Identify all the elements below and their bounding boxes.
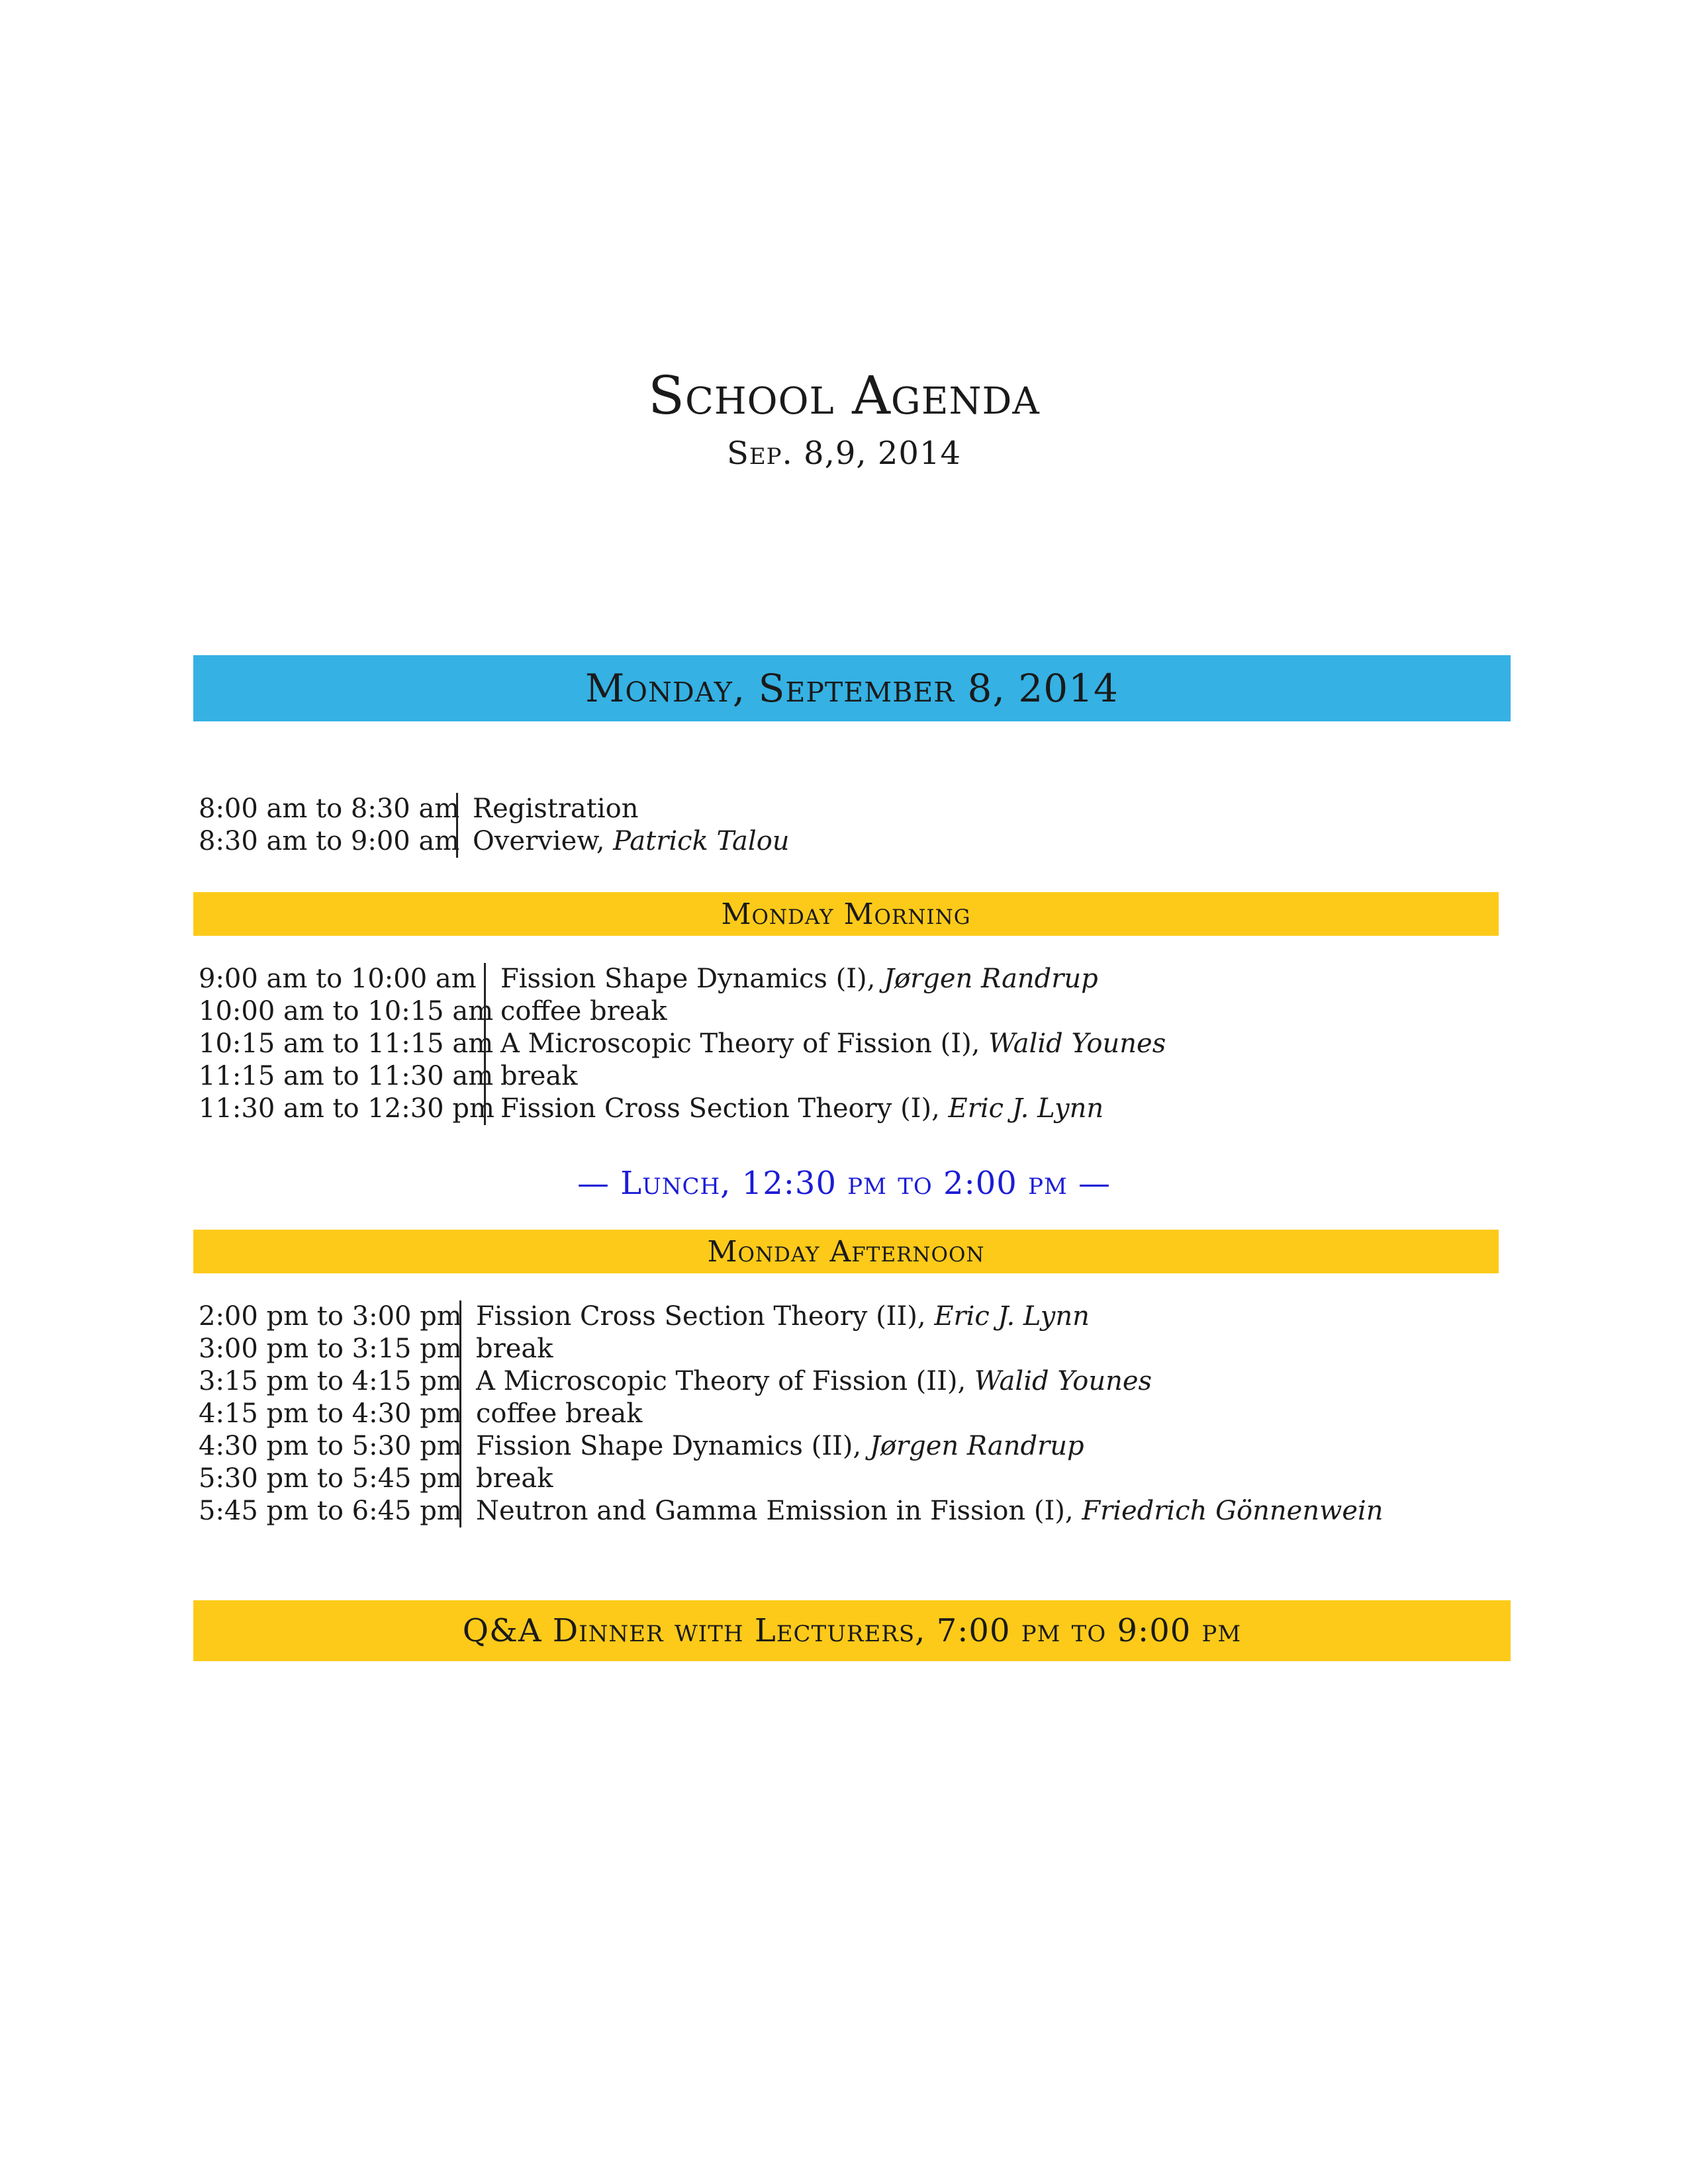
speaker-name: Walid Younes [974,1366,1152,1396]
schedule-description: Fission Shape Dynamics (II), Jørgen Rand… [460,1430,1084,1463]
schedule-description: break [485,1060,577,1093]
session-title: coffee break [476,1398,643,1429]
opening-schedule: 8:00 am to 8:30 am Registration 8:30 am to… [199,793,790,858]
schedule-time: 3:00 pm to 3:15 pm [199,1334,462,1364]
schedule-description: Fission Cross Section Theory (II), Eric … [460,1300,1090,1333]
dinner-banner: Q&A Dinner with Lecturers, 7:00 pm to 9:… [193,1600,1511,1661]
day-banner: Monday, September 8, 2014 [193,655,1511,721]
schedule-time: 9:00 am to 10:00 am [199,964,477,994]
schedule-time: 5:45 pm to 6:45 pm [199,1496,462,1526]
speaker-name: Patrick Talou [613,826,790,856]
schedule-time: 3:15 pm to 4:15 pm [199,1366,462,1396]
schedule-time: 11:15 am to 11:30 am [199,1061,494,1091]
schedule-time: 11:30 am to 12:30 pm [199,1093,494,1124]
speaker-name: Friedrich Gönnenwein [1082,1496,1383,1526]
session-title: Overview, [473,826,614,856]
schedule-description: Neutron and Gamma Emission in Fission (I… [460,1495,1383,1527]
page-title: School Agenda [648,365,1040,426]
schedule-description: break [460,1333,553,1365]
schedule-row: 8:00 am to 8:30 am Registration [199,793,790,825]
speaker-name: Walid Younes [988,1028,1166,1059]
afternoon-session-banner: Monday Afternoon [193,1230,1499,1273]
schedule-time: 8:30 am to 9:00 am [199,826,460,856]
schedule-time: 4:30 pm to 5:30 pm [199,1431,462,1461]
schedule-description: Fission Cross Section Theory (I), Eric J… [485,1093,1103,1125]
session-title: break [476,1463,553,1494]
morning-session-banner: Monday Morning [193,892,1499,936]
morning-schedule: 9:00 am to 10:00 am Fission Shape Dynamic… [199,963,1166,1125]
session-title: Registration [473,794,639,824]
speaker-name: Jørgen Randrup [869,1431,1084,1461]
schedule-description: Registration [457,793,638,825]
page-subtitle: Sep. 8,9, 2014 [726,435,962,472]
schedule-rows: 9:00 am to 10:00 am Fission Shape Dynamic… [199,963,1166,1125]
schedule-divider [484,963,486,1125]
schedule-time: 2:00 pm to 3:00 pm [199,1301,462,1332]
lunch-break-label: — Lunch, 12:30 pm to 2:00 pm — [577,1165,1111,1202]
schedule-description: A Microscopic Theory of Fission (I), Wal… [485,1028,1166,1060]
schedule-row: 5:30 pm to 5:45 pm break [199,1463,1383,1495]
session-title: break [500,1061,578,1091]
schedule-description: A Microscopic Theory of Fission (II), Wa… [460,1365,1152,1398]
schedule-time: 10:15 am to 11:15 am [199,1028,494,1059]
schedule-time: 5:30 pm to 5:45 pm [199,1463,462,1494]
session-title: A Microscopic Theory of Fission (II), [476,1366,974,1396]
session-title: break [476,1334,553,1364]
schedule-description: coffee break [485,995,667,1028]
schedule-description: Fission Shape Dynamics (I), Jørgen Randr… [485,963,1098,995]
speaker-name: Jørgen Randrup [884,964,1098,994]
schedule-rows: 8:00 am to 8:30 am Registration 8:30 am to… [199,793,790,858]
session-title: Neutron and Gamma Emission in Fission (I… [476,1496,1082,1526]
schedule-divider [456,793,458,858]
session-title: coffee break [500,996,667,1026]
schedule-description: Overview, Patrick Talou [457,825,790,858]
session-title: Fission Cross Section Theory (I), [500,1093,949,1124]
speaker-name: Eric J. Lynn [948,1093,1104,1124]
schedule-row: 5:45 pm to 6:45 pm Neutron and Gamma Emis… [199,1495,1383,1527]
session-title: Fission Cross Section Theory (II), [476,1301,935,1332]
schedule-description: break [460,1463,553,1495]
session-title: Fission Shape Dynamics (I), [500,964,884,994]
schedule-time: 8:00 am to 8:30 am [199,794,460,824]
schedule-row: 4:15 pm to 4:30 pm coffee break [199,1398,1383,1430]
schedule-description: coffee break [460,1398,642,1430]
session-title: Fission Shape Dynamics (II), [476,1431,870,1461]
schedule-row: 9:00 am to 10:00 am Fission Shape Dynamic… [199,963,1166,995]
schedule-row: 3:00 pm to 3:15 pm break [199,1333,1383,1365]
speaker-name: Eric J. Lynn [934,1301,1090,1332]
session-title: A Microscopic Theory of Fission (I), [500,1028,989,1059]
schedule-time: 10:00 am to 10:15 am [199,996,494,1026]
schedule-divider [459,1300,461,1527]
schedule-time: 4:15 pm to 4:30 pm [199,1398,462,1429]
